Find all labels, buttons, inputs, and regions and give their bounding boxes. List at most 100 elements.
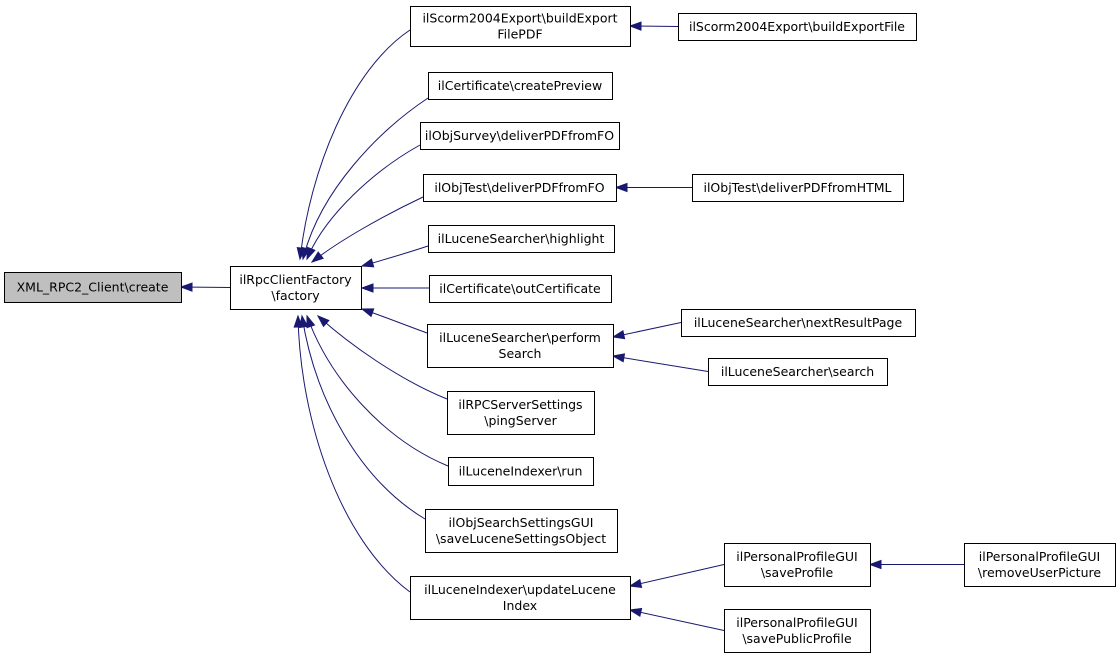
edge-arrowhead — [868, 559, 882, 570]
node-scorm-build-file[interactable]: ilScorm2004Export\buildExportFile — [678, 13, 917, 41]
node-label: ilLuceneSearcher\highlight — [438, 231, 605, 246]
node-box[interactable] — [681, 309, 916, 337]
node-label: \removeUserPicture — [978, 565, 1101, 580]
node-box[interactable] — [724, 609, 871, 653]
node-label: ilScorm2004Export\buildExport — [422, 11, 617, 26]
node-box[interactable] — [678, 13, 917, 41]
edge-survey_pdf-to-factory — [306, 144, 421, 261]
node-label: ilCertificate\createPreview — [438, 78, 602, 93]
edge-arrowhead — [611, 329, 626, 340]
node-test-pdf-html[interactable]: ilObjTest\deliverPDFfromHTML — [692, 174, 904, 202]
node-label: ilLuceneIndexer\updateLucene — [424, 582, 616, 597]
node-profile-save[interactable]: ilPersonalProfileGUI\saveProfile — [724, 543, 871, 587]
node-box[interactable] — [420, 122, 620, 150]
node-label: ilRPCServerSettings — [458, 397, 582, 412]
node-label: ilCertificate\outCertificate — [439, 281, 601, 296]
edge-search_settings-to-factory — [299, 314, 426, 520]
node-label: ilObjSurvey\deliverPDFfromFO — [425, 128, 614, 143]
node-test-pdf-fo[interactable]: ilObjTest\deliverPDFfromFO — [423, 174, 617, 202]
edge-line — [297, 315, 411, 593]
node-label: \factory — [271, 288, 320, 303]
node-lucene-highlight[interactable]: ilLuceneSearcher\highlight — [428, 225, 615, 253]
edge-profile_remove_pic-to-profile_save — [868, 559, 964, 570]
edge-line — [302, 97, 429, 260]
node-label: \savePublicProfile — [742, 631, 852, 646]
node-label: ilObjTest\deliverPDFfromFO — [434, 180, 604, 195]
node-indexer-run[interactable]: ilLuceneIndexer\run — [448, 457, 594, 486]
node-label: Index — [503, 598, 537, 613]
node-rpc-ping[interactable]: ilRPCServerSettings\pingServer — [447, 391, 595, 435]
node-label: FilePDF — [497, 27, 542, 42]
edge-rpc_ping-to-factory — [316, 315, 448, 400]
edge-arrowhead — [628, 607, 643, 618]
edge-arrowhead — [179, 282, 193, 292]
edge-lucene_next-to-lucene_perform — [611, 322, 682, 340]
node-label: ilPersonalProfileGUI — [979, 549, 1100, 564]
node-profile-save-public[interactable]: ilPersonalProfileGUI\savePublicProfile — [724, 609, 871, 653]
node-box[interactable] — [428, 72, 613, 100]
node-box[interactable] — [423, 174, 617, 202]
edge-arrowhead — [310, 251, 324, 263]
node-xml-create[interactable]: XML_RPC2_Client\create — [4, 272, 182, 303]
node-label: XML_RPC2_Client\create — [17, 280, 169, 295]
edge-arrowhead — [614, 182, 628, 193]
edge-line — [299, 29, 411, 260]
node-survey-pdf[interactable]: ilObjSurvey\deliverPDFfromFO — [420, 122, 620, 150]
node-box[interactable] — [447, 391, 595, 435]
node-search-settings[interactable]: ilObjSearchSettingsGUI\saveLuceneSetting… — [425, 509, 618, 553]
edge-test_pdf_html-to-test_pdf_fo — [614, 182, 692, 193]
edge-arrowhead — [628, 578, 643, 589]
node-box[interactable] — [964, 543, 1116, 587]
edge-lucene_search-to-lucene_perform — [611, 353, 709, 372]
node-box[interactable] — [410, 576, 631, 620]
node-label: ilObjTest\deliverPDFfromHTML — [703, 180, 891, 195]
nodes-layer: XML_RPC2_Client\create ilRpcClientFactory… — [4, 6, 1116, 653]
node-label: ilLuceneSearcher\perform — [439, 330, 601, 345]
edge-factory-to-xml_create — [179, 282, 231, 292]
edge-arrowhead — [306, 314, 316, 329]
node-box[interactable] — [692, 174, 904, 202]
node-lucene-next[interactable]: ilLuceneSearcher\nextResultPage — [681, 309, 916, 337]
edge-lucene_perform-to-factory — [360, 308, 428, 334]
node-label: ilLuceneIndexer\run — [459, 464, 583, 479]
edge-line — [311, 196, 424, 263]
node-label: ilPersonalProfileGUI — [736, 615, 857, 630]
edge-arrowhead — [293, 314, 303, 328]
node-box[interactable] — [429, 275, 612, 303]
edge-line — [301, 315, 426, 520]
node-label: Search — [499, 346, 542, 361]
node-box[interactable] — [4, 272, 182, 303]
node-label: ilScorm2004Export\buildExportFile — [689, 19, 905, 34]
node-box[interactable] — [448, 457, 594, 486]
node-label: \saveLuceneSettingsObject — [436, 531, 606, 546]
edge-line — [612, 355, 709, 372]
edge-arrowhead — [360, 283, 374, 293]
node-box[interactable] — [230, 266, 362, 310]
node-box[interactable] — [410, 6, 631, 47]
node-label: ilObjSearchSettingsGUI — [449, 515, 594, 530]
edge-line — [629, 609, 725, 631]
edge-lucene_highlight-to-factory — [360, 245, 429, 268]
node-lucene-search[interactable]: ilLuceneSearcher\search — [708, 358, 888, 386]
edge-line — [629, 564, 725, 587]
node-box[interactable] — [425, 509, 618, 553]
node-box[interactable] — [724, 543, 871, 587]
edge-indexer_run-to-factory — [306, 314, 449, 467]
node-cert-out[interactable]: ilCertificate\outCertificate — [429, 275, 612, 303]
node-label: \saveProfile — [761, 565, 834, 580]
edge-arrowhead — [628, 21, 642, 31]
node-box[interactable] — [708, 358, 888, 386]
node-profile-remove-pic[interactable]: ilPersonalProfileGUI\removeUserPicture — [964, 543, 1116, 587]
edge-test_pdf_fo-to-factory — [310, 196, 424, 263]
edge-cert_out-to-factory — [360, 283, 429, 293]
node-cert-preview[interactable]: ilCertificate\createPreview — [428, 72, 613, 100]
node-factory[interactable]: ilRpcClientFactory\factory — [230, 266, 362, 310]
node-box[interactable] — [427, 324, 614, 368]
node-box[interactable] — [428, 225, 615, 253]
edge-arrowhead — [360, 258, 375, 268]
edge-profile_save-to-indexer_update — [628, 564, 725, 589]
